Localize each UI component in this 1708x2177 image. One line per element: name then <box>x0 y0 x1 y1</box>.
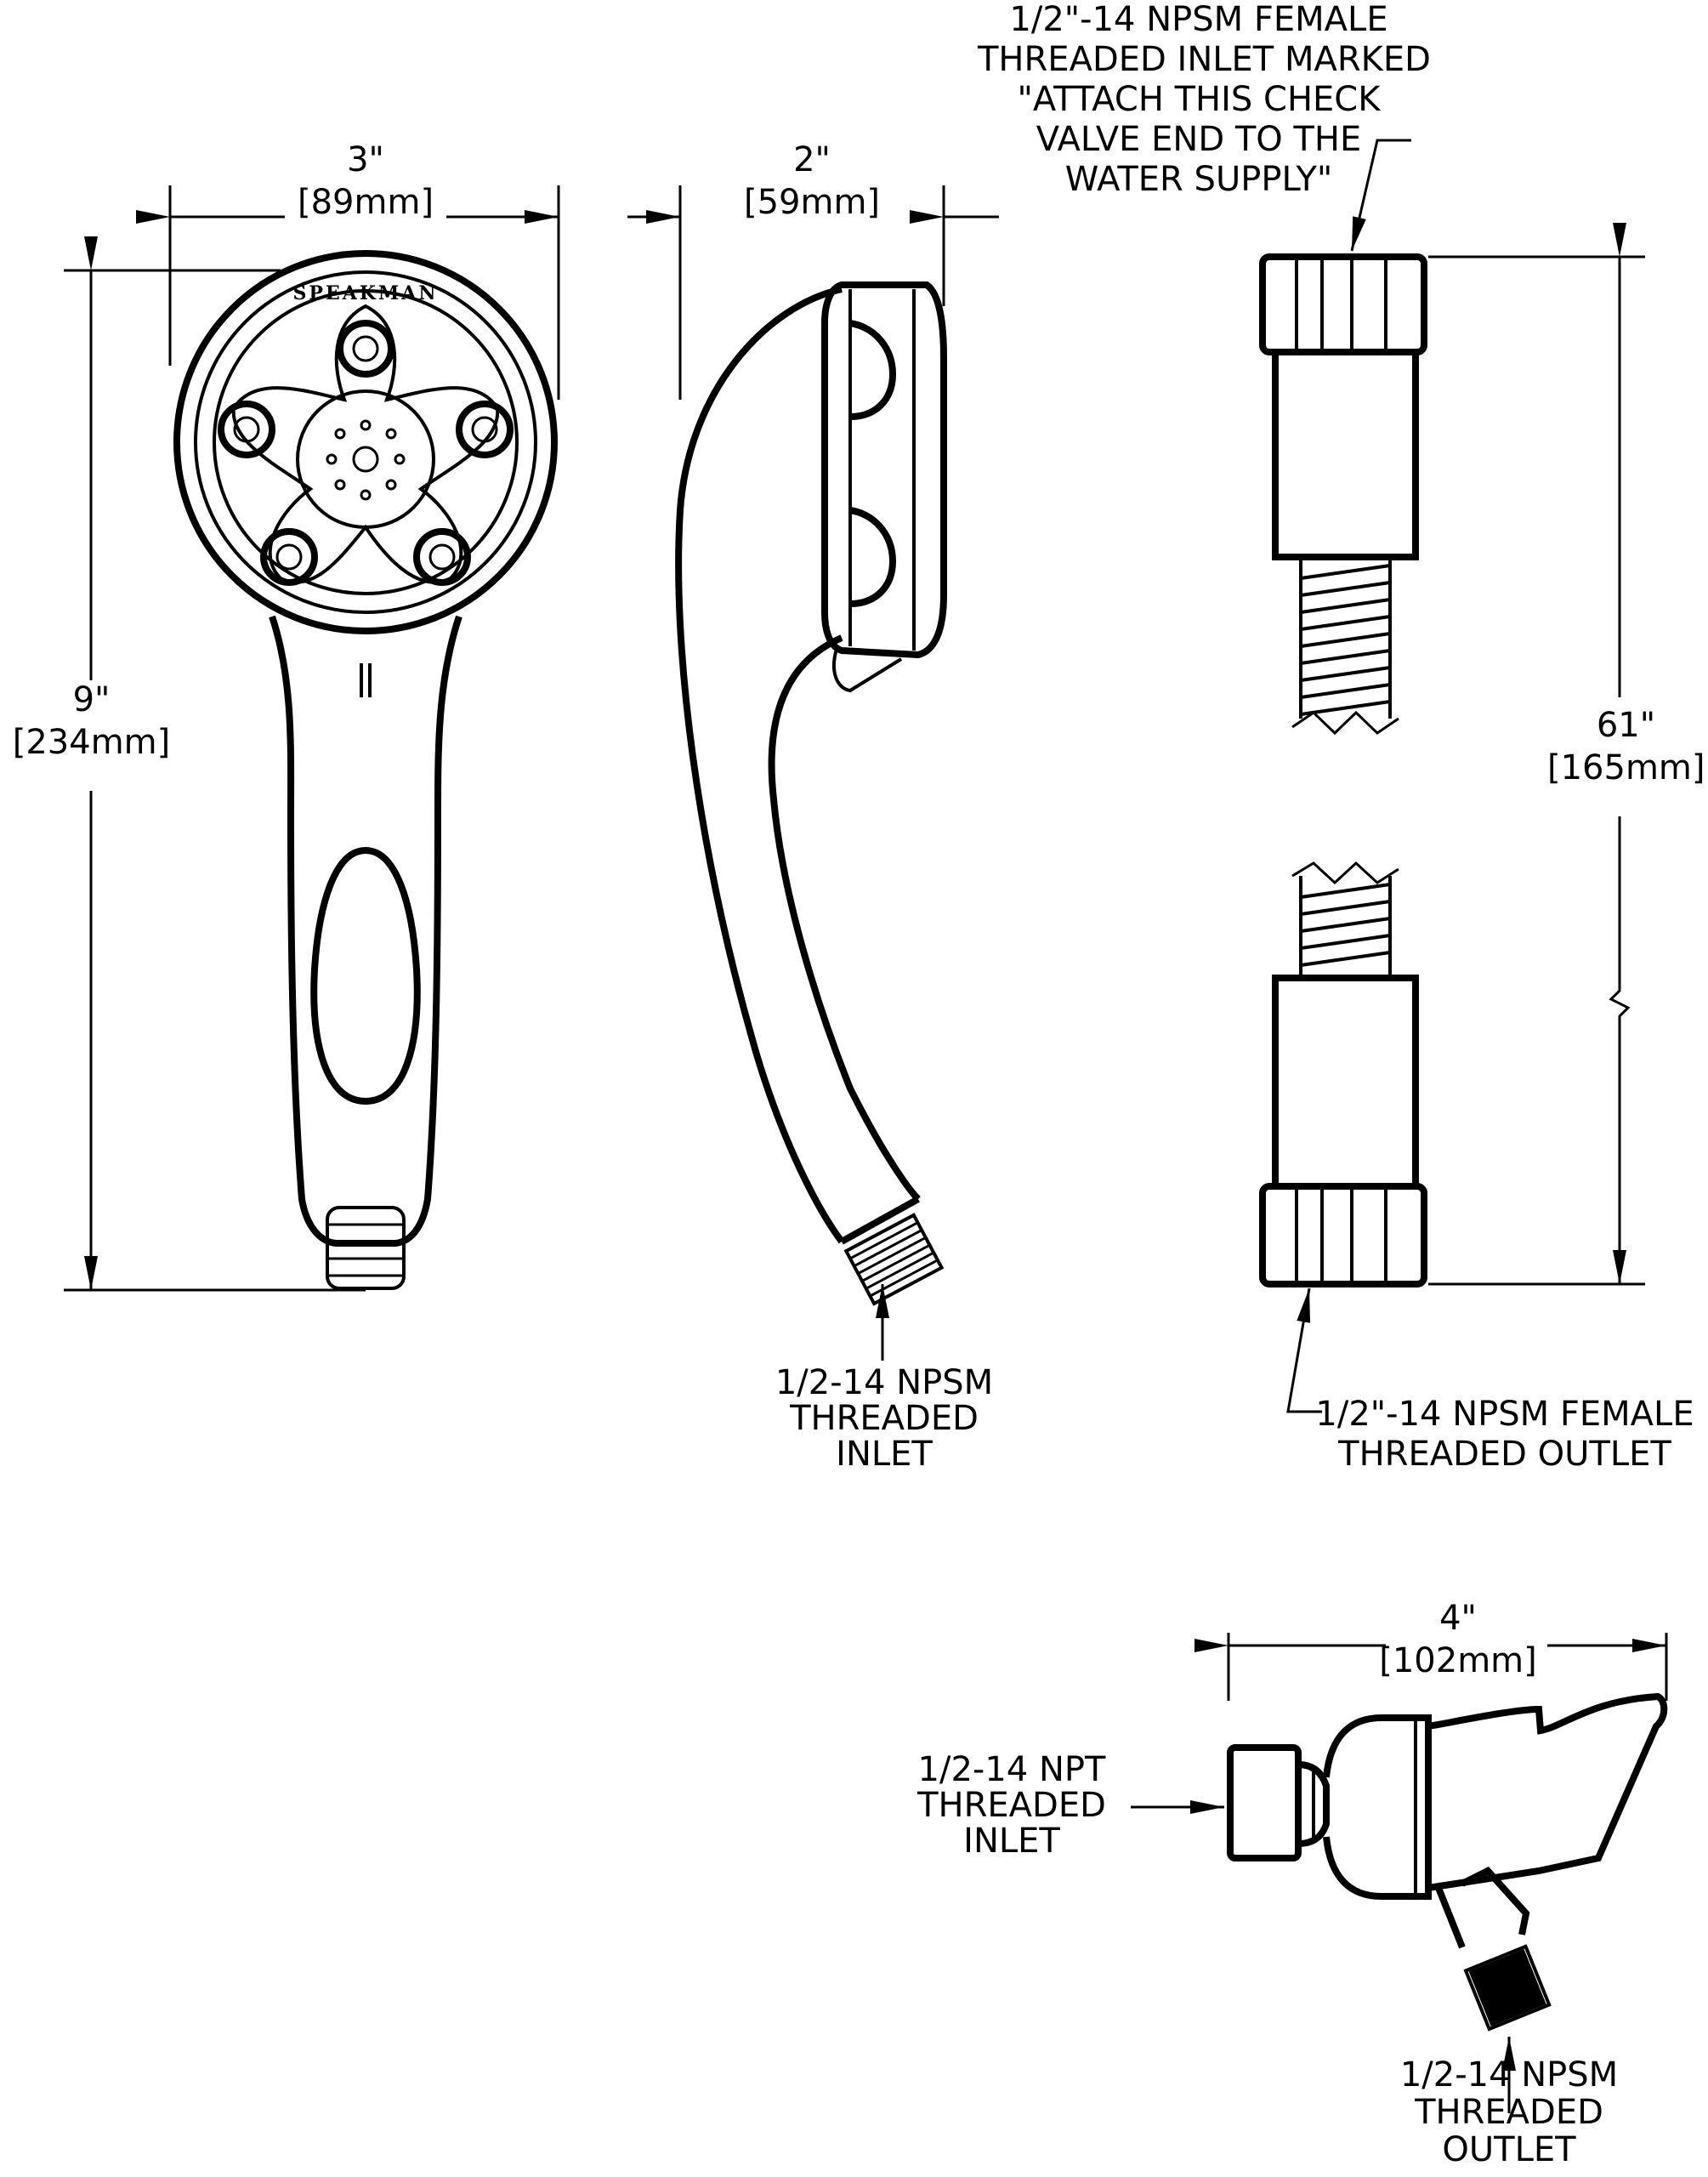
handshower-inlet-callout: 1/2-14 NPSM THREADED INLET <box>740 1365 1029 1472</box>
bracket-outlet-line-3: OUTLET <box>1442 2130 1576 2169</box>
bracket-width-dimension: 4" [102mm] <box>1360 1599 1556 1680</box>
front-width-inches: 3" <box>347 140 384 179</box>
hose-outlet-line-2: THREADED OUTLET <box>1338 1435 1671 1474</box>
side-width-inches: 2" <box>793 140 831 179</box>
handshower-inlet-line-2: THREADED <box>790 1399 979 1438</box>
front-width-dimension: 3" [89mm] <box>298 140 434 222</box>
hose-inlet-line-1: 1/2"-14 NPSM FEMALE <box>1009 0 1388 39</box>
hose-length-dimension: 61" [165mm] <box>1547 706 1705 787</box>
hose-inlet-callout: 1/2"-14 NPSM FEMALE THREADED INLET MARKE… <box>978 0 1431 200</box>
bracket-inlet-line-2: THREADED <box>917 1786 1106 1825</box>
bracket-inlet-line-1: 1/2-14 NPT <box>917 1750 1106 1789</box>
bracket-width-inches: 4" <box>1439 1599 1477 1638</box>
side-width-dimension: 2" [59mm] <box>731 140 893 222</box>
side-width-mm: [59mm] <box>743 183 881 222</box>
height-dimension: 9" [234mm] <box>0 680 183 762</box>
bracket-view <box>1131 1633 1668 2113</box>
hose-inlet-line-2: THREADED INLET MARKED <box>978 40 1431 79</box>
front-width-mm: [89mm] <box>298 183 434 222</box>
hose-view <box>1259 139 1645 1413</box>
jet-top <box>337 320 394 378</box>
handshower-inlet-line-1: 1/2-14 NPSM <box>775 1363 994 1402</box>
hose-outlet-callout: 1/2"-14 NPSM FEMALE THREADED OUTLET <box>1309 1395 1700 1475</box>
jet-bottom-left <box>260 528 318 586</box>
bracket-inlet-line-3: INLET <box>963 1822 1060 1861</box>
hose-inlet-line-3: "ATTACH THIS CHECK <box>1017 80 1381 119</box>
bracket-outlet-line-1: 1/2-14 NPSM <box>1399 2055 1619 2095</box>
jet-bottom-right <box>413 528 471 586</box>
height-inches: 9" <box>72 680 111 719</box>
brand-logo: SPEAKMAN <box>293 282 439 304</box>
hose-length-mm: [165mm] <box>1547 748 1705 787</box>
side-view <box>627 185 999 1361</box>
front-view: SPEAKMAN <box>64 185 560 1292</box>
jet-right <box>456 401 514 458</box>
bracket-inlet-callout: 1/2-14 NPT THREADED INLET <box>884 1752 1139 1859</box>
hose-inlet-line-5: WATER SUPPLY" <box>1064 160 1333 199</box>
bracket-outlet-callout: 1/2-14 NPSM THREADED OUTLET <box>1369 2056 1649 2168</box>
bracket-width-mm: [102mm] <box>1379 1641 1537 1680</box>
hose-inlet-line-4: VALVE END TO THE <box>1036 120 1362 159</box>
hose-outlet-line-1: 1/2"-14 NPSM FEMALE <box>1315 1395 1694 1434</box>
handshower-inlet-line-3: INLET <box>836 1435 933 1474</box>
bracket-outlet-line-2: THREADED <box>1415 2093 1603 2132</box>
hose-length-inches: 61" <box>1596 706 1656 745</box>
jet-left <box>218 401 275 458</box>
height-mm: [234mm] <box>12 723 171 762</box>
